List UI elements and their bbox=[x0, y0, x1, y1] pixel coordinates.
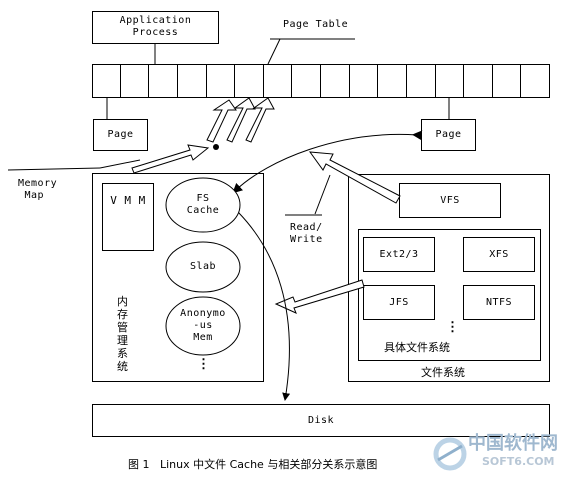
page-table-cell bbox=[207, 64, 236, 98]
ntfs-box: NTFS bbox=[463, 285, 535, 320]
vfs-label: VFS bbox=[440, 195, 460, 206]
memory-map-arrow bbox=[131, 144, 210, 174]
watermark-cn: 中国软件网 bbox=[468, 433, 558, 454]
page-box-right: Page bbox=[421, 119, 476, 151]
hollow-arrows-up bbox=[206, 97, 275, 143]
fs-cache-ellipse bbox=[165, 177, 241, 233]
file-system-label: 文件系统 bbox=[421, 366, 465, 379]
ntfs-label: NTFS bbox=[485, 297, 513, 308]
application-process-label: Application Process bbox=[119, 15, 192, 38]
page-table-cell bbox=[292, 64, 321, 98]
page-label-left: Page bbox=[107, 129, 134, 140]
vfs-to-page-arrow bbox=[308, 151, 401, 204]
page-table-cell bbox=[92, 64, 121, 98]
jfs-label: JFS bbox=[389, 297, 409, 308]
ext-label: Ext2/3 bbox=[379, 249, 419, 260]
page-table-cell bbox=[436, 64, 465, 98]
page-table-cell bbox=[121, 64, 150, 98]
page-table-cell bbox=[407, 64, 436, 98]
page-box-left: Page bbox=[93, 119, 148, 151]
xfs-box: XFS bbox=[463, 237, 535, 272]
memory-more-dots: ⋮ bbox=[197, 357, 211, 372]
fs-cache-label: FS Cache bbox=[186, 193, 220, 216]
anon-mem-ellipse bbox=[165, 296, 241, 356]
page-table-cell bbox=[149, 64, 178, 98]
page-table bbox=[92, 64, 550, 98]
application-process-box: Application Process bbox=[92, 11, 219, 44]
fs-more-dots: ⋮ bbox=[446, 320, 460, 335]
page-to-cache-curve bbox=[232, 130, 423, 194]
read-write-label: Read/ Write bbox=[290, 222, 323, 245]
slab-label: Slab bbox=[189, 261, 217, 272]
vmm-box: V M M bbox=[102, 183, 154, 251]
page-label-right: Page bbox=[435, 129, 462, 140]
page-table-cell bbox=[464, 64, 493, 98]
memory-system-label: 内 存 管 理 系 统 bbox=[117, 295, 128, 373]
page-table-cell bbox=[321, 64, 350, 98]
memory-map-leader-2 bbox=[99, 159, 141, 169]
watermark-en: SOFT6.COM bbox=[482, 455, 555, 468]
disk-label: Disk bbox=[307, 415, 335, 426]
cache-to-disk-curve bbox=[230, 204, 291, 401]
read-write-leader bbox=[314, 174, 331, 215]
page-table-cell bbox=[178, 64, 207, 98]
vmm-label: V M M bbox=[110, 194, 146, 207]
figure-caption: 图 1 Linux 中文件 Cache 与相关部分关系示意图 bbox=[128, 458, 378, 471]
watermark: 中国软件网 SOFT6.COM bbox=[432, 426, 564, 476]
slab-ellipse bbox=[165, 241, 241, 293]
junction-dot bbox=[213, 144, 219, 150]
page-table-cell bbox=[493, 64, 522, 98]
anon-mem-label: Anonymo -us Mem bbox=[180, 308, 226, 343]
watermark-logo-icon bbox=[433, 437, 467, 471]
jfs-box: JFS bbox=[363, 285, 435, 320]
concrete-fs-label: 具体文件系统 bbox=[384, 341, 450, 354]
ext-box: Ext2/3 bbox=[363, 237, 435, 272]
page-table-cell bbox=[264, 64, 293, 98]
memory-map-leader bbox=[7, 167, 101, 171]
page-table-label: Page Table bbox=[283, 19, 349, 30]
page-table-cell bbox=[350, 64, 379, 98]
page-table-label-leader bbox=[267, 38, 281, 65]
jfs-to-memory-arrow bbox=[274, 279, 365, 314]
page-table-cell bbox=[378, 64, 407, 98]
xfs-label: XFS bbox=[489, 249, 509, 260]
page-table-cell bbox=[235, 64, 264, 98]
memory-map-label: Memory Map bbox=[18, 178, 58, 201]
disk-box: Disk bbox=[92, 404, 550, 437]
